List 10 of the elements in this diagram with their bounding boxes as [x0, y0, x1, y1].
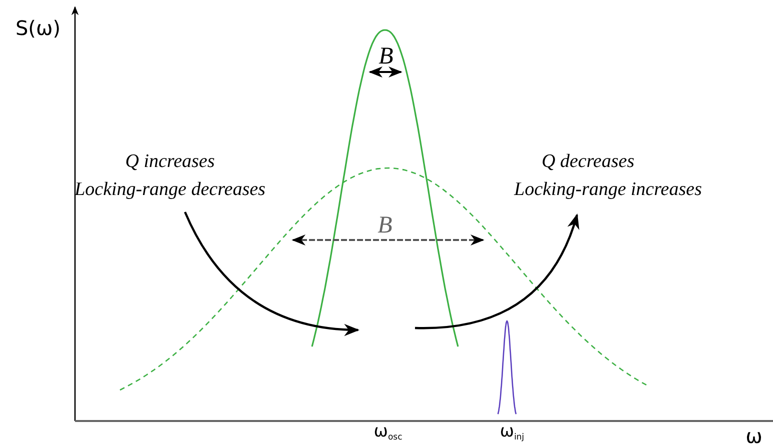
axis-label: S(ω): [15, 16, 61, 40]
annotation-text: Locking-range decreases: [74, 179, 266, 201]
annotation-text: B: [378, 212, 392, 240]
annotation-text: Q decreases: [542, 151, 634, 173]
axis-label: ω$_{inj}$: [500, 421, 524, 443]
annotation-text: B: [378, 44, 394, 70]
axis-label: ω: [746, 424, 762, 448]
annotation-text: Locking-range increases: [514, 179, 702, 201]
annotation-text: Q increases: [125, 151, 215, 173]
axis-label: ω$_{osc}$: [374, 421, 402, 443]
